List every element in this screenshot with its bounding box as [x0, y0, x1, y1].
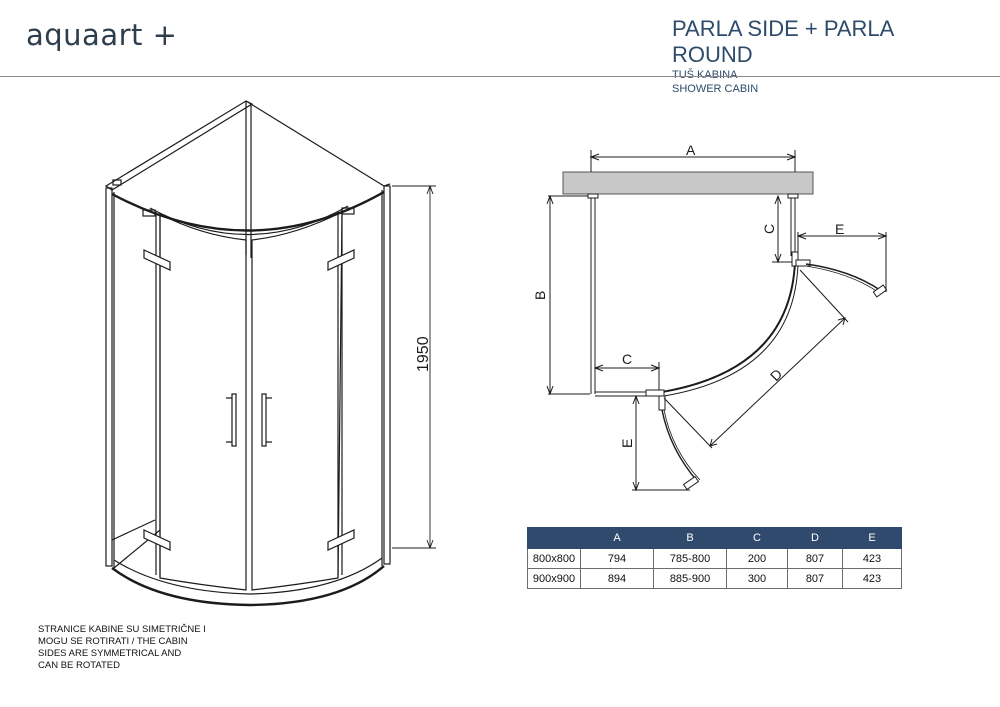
table-header-row: A B C D E	[527, 527, 902, 549]
table-row: 800x800 794 785-800 200 807 423	[527, 548, 902, 569]
header-divider	[0, 76, 1000, 77]
height-dimension-label: 1950	[415, 336, 432, 372]
table-header-cell: C	[726, 527, 788, 549]
dim-label-c-bottom: C	[622, 351, 632, 367]
right-wall-profile	[383, 185, 391, 565]
symmetry-note: STRANICE KABINE SU SIMETRIČNE I MOGU SE …	[38, 624, 228, 672]
dim-label-d: D	[767, 366, 785, 384]
dim-label-b: B	[532, 291, 548, 300]
height-dimension	[392, 184, 436, 550]
note-line: CAN BE ROTATED	[38, 660, 120, 671]
left-wall-profile	[105, 187, 113, 567]
table-cell: 885-900	[653, 568, 727, 589]
product-subtitle-en: SHOWER CABIN	[672, 83, 759, 95]
table-cell: 423	[842, 548, 902, 569]
table-cell: 794	[580, 548, 654, 569]
left-hinges	[143, 249, 171, 551]
door-handles	[226, 393, 272, 447]
table-cell: 785-800	[653, 548, 727, 569]
back-top-rail	[104, 100, 254, 191]
right-hinges	[327, 249, 355, 551]
product-title: PARLA SIDE + PARLA ROUND	[672, 16, 894, 67]
cabin-3d-view	[104, 100, 436, 607]
table-cell: 807	[787, 548, 843, 569]
dimension-table: A B C D E 800x800 794 785-800 200 807 42…	[527, 527, 902, 589]
table-row: 900x900 894 885-900 300 807 423	[527, 568, 902, 589]
table-cell: 423	[842, 568, 902, 589]
table-header-cell: B	[653, 527, 727, 549]
dim-label-a: A	[686, 142, 696, 158]
dim-label-e-right: E	[835, 221, 844, 237]
table-header-cell: E	[842, 527, 902, 549]
dim-label-e-bottom: E	[619, 439, 635, 448]
note-line: SIDES ARE SYMMETRICAL AND	[38, 648, 182, 659]
brand-logo: aquaart +	[26, 18, 178, 52]
plan-view	[546, 150, 888, 492]
wall	[562, 171, 814, 195]
table-header-cell: A	[580, 527, 654, 549]
table-cell: 200	[726, 548, 788, 569]
note-line: STRANICE KABINE SU SIMETRIČNE I	[38, 624, 206, 635]
table-header-cell: D	[787, 527, 843, 549]
table-cell: 807	[787, 568, 843, 589]
note-line: MOGU SE ROTIRATI / THE CABIN	[38, 636, 188, 647]
table-header-cell	[527, 527, 581, 549]
table-cell: 800x800	[527, 548, 581, 569]
table-cell: 300	[726, 568, 788, 589]
dim-label-c-top: C	[761, 224, 777, 234]
title-block: PARLA SIDE + PARLA ROUND TUŠ KABINA SHOW…	[672, 16, 972, 96]
table-cell: 900x900	[527, 568, 581, 589]
product-subtitle-hr: TUŠ KABINA	[672, 69, 738, 81]
table-cell: 894	[580, 568, 654, 589]
